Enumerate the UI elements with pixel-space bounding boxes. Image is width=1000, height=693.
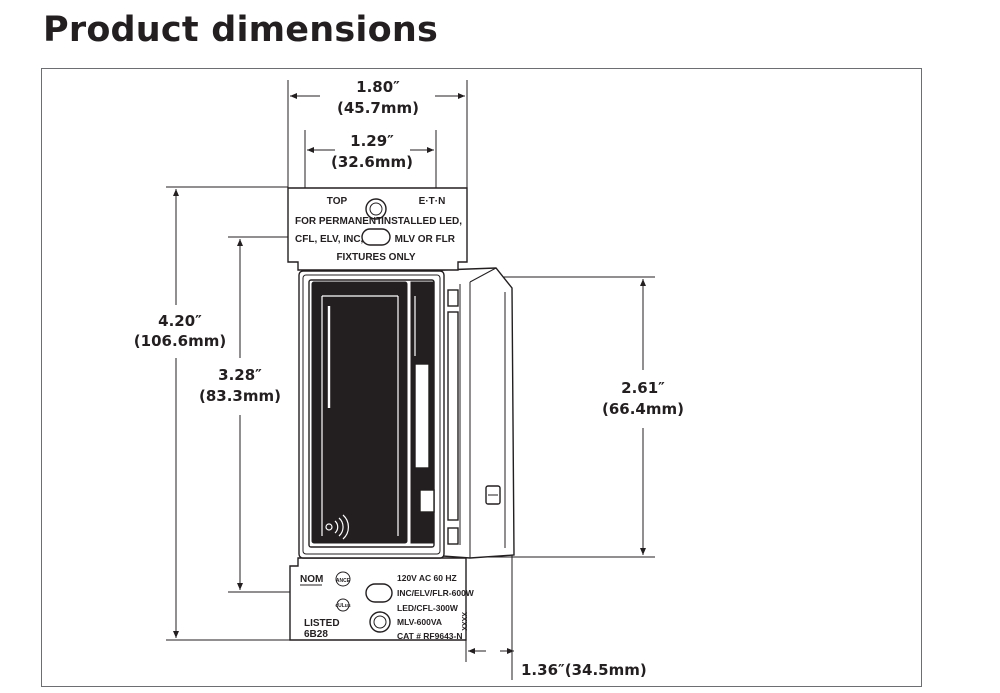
svg-text:cULus: cULus	[335, 603, 351, 609]
page-title: Product dimensions	[43, 10, 438, 50]
strap-top-label: TOP	[327, 196, 348, 207]
svg-text:ANCE: ANCE	[336, 578, 351, 584]
strap-line1-right: INSTALLED LED,	[381, 216, 462, 227]
nom-mark: NOM	[300, 574, 323, 585]
listed-label: LISTED	[304, 618, 340, 629]
body-height-mm: (66.4mm)	[602, 400, 684, 418]
side-tab-top	[447, 289, 459, 307]
top-screw-hole	[365, 198, 387, 220]
overall-width-mm: (45.7mm)	[337, 99, 419, 117]
paddle-width-mm: (32.6mm)	[331, 153, 413, 171]
depth-label: 1.36″(34.5mm)	[521, 661, 647, 679]
strap-line2-right: MLV OR FLR	[395, 234, 456, 245]
rating-mlv: MLV-600VA	[397, 617, 442, 627]
strap-line2-left: CFL, ELV, INC,	[295, 234, 364, 245]
date-code: XXXX	[460, 612, 467, 631]
body-height-inches: 2.61″	[621, 379, 665, 397]
diagram-frame	[41, 68, 922, 687]
ul-mark	[336, 598, 350, 612]
paddle	[311, 281, 408, 544]
bottom-screw-hole	[369, 611, 391, 633]
small-button	[419, 489, 435, 513]
mount-height-mm: (83.3mm)	[199, 387, 281, 405]
catalog-number: CAT # RF9643-N	[397, 631, 463, 641]
dimension-lines	[173, 93, 646, 654]
top-slot	[361, 228, 391, 246]
listed-code: 6B28	[304, 629, 328, 640]
overall-height-mm: (106.6mm)	[134, 332, 226, 350]
brand-logo: E·T·N	[419, 196, 446, 207]
strap-line3: FIXTURES ONLY	[336, 252, 415, 263]
dimmer-switch-drawing: TOP E·T·N FOR PERMANENT INSTALLED LED, C…	[287, 187, 515, 641]
rating-inc: INC/ELV/FLR-600W	[397, 588, 475, 598]
wireless-icon	[325, 523, 333, 531]
overall-height-inches: 4.20″	[158, 312, 202, 330]
rating-voltage: 120V AC 60 HZ	[397, 573, 457, 583]
side-tab-bottom	[447, 527, 459, 545]
paddle-width-inches: 1.29″	[350, 132, 394, 150]
bottom-slot	[365, 583, 393, 603]
overall-width-inches: 1.80″	[356, 78, 400, 96]
dimmer-slider	[414, 363, 430, 469]
ance-seal	[335, 571, 351, 587]
mount-height-inches: 3.28″	[218, 366, 262, 384]
strap-line1-left: FOR PERMANENT	[295, 216, 382, 227]
rating-led: LED/CFL-300W	[397, 603, 459, 613]
